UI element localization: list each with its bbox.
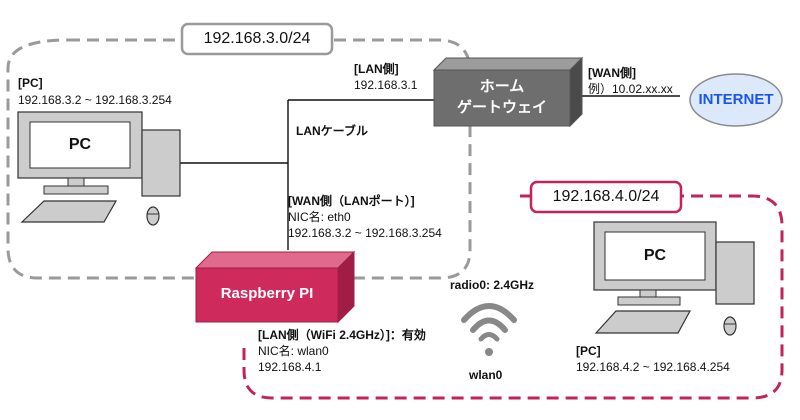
wifi-icon [461,303,517,356]
subnet-lower-label: 192.168.4.0/24 [552,188,660,205]
pc-left-range: 192.168.3.2 ~ 192.168.3.254 [18,93,172,107]
pc-left-screen-label: PC [68,136,92,153]
raspberry-wan-nic: NIC名: eth0 [288,210,351,224]
home-gateway-box [432,56,584,128]
raspberry-wan-range: 192.168.3.2 ~ 192.168.3.254 [288,226,442,240]
gateway-name-line2: ゲートウェイ [456,99,547,116]
gateway-wan-heading: [WAN側] [588,66,636,80]
lan-cable-label: LANケーブル [296,124,368,138]
gateway-lan-heading: [LAN側] [354,62,399,76]
raspberry-lan-nic: NIC名: wlan0 [258,344,329,358]
cables [180,95,680,250]
gateway-lan-ip: 192.168.3.1 [354,78,418,92]
pc-right-heading: [PC] [576,344,601,358]
pc-right-icon [593,221,755,336]
pc-left-icon [17,111,181,226]
subnet-box-upper [180,22,334,56]
subnet-upper-label: 192.168.3.0/24 [203,30,311,47]
pc-left-heading: [PC] [18,76,43,90]
raspberry-pi-box [194,250,356,324]
raspberry-lan-ip: 192.168.4.1 [258,360,322,374]
pc-right-screen-label: PC [643,247,667,264]
pc-right-range: 192.168.4.2 ~ 192.168.4.254 [576,360,730,374]
lower-network-zone [242,194,784,400]
internet-label: INTERNET [698,91,774,108]
internet-cloud [689,73,783,127]
gateway-name-line1: ホーム [479,78,525,95]
raspberry-lan-heading: [LAN側（WiFi 2.4GHz）]：有効 [258,328,426,342]
raspberry-wan-heading: [WAN側（LANポート）] [288,194,415,208]
wifi-iface-label: wlan0 [469,368,503,382]
subnet-box-lower [529,180,683,214]
wifi-radio-label: radio0: 2.4GHz [450,278,535,292]
gateway-wan-ip: 例）10.02.xx.xx [588,82,673,96]
raspberry-pi-label: Raspberry PI [220,285,314,302]
